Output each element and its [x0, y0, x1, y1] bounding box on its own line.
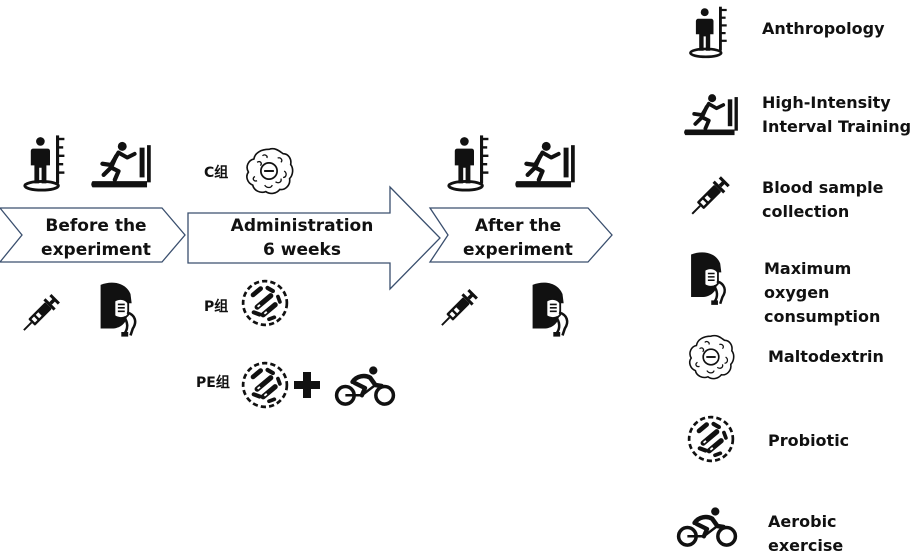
legend-label-probiotic: Probiotic	[768, 431, 850, 450]
after-stage-label: After the experiment	[463, 216, 573, 260]
syringe-icon	[434, 285, 482, 333]
probiotic-icon	[240, 360, 290, 410]
group-p-label: P组	[204, 299, 229, 315]
cyclist-icon	[676, 506, 738, 548]
legend-label-hiit: High-Intensity Interval Training	[762, 93, 912, 136]
after-arrow	[428, 207, 613, 263]
maltodextrin-icon	[686, 332, 736, 382]
anthropology-icon	[444, 133, 492, 193]
legend-label-maltodextrin: Maltodextrin	[768, 347, 884, 366]
syringe-icon	[16, 290, 64, 338]
group-c-label: C组	[204, 165, 229, 181]
administration-stage-label: Administration 6 weeks	[230, 216, 374, 260]
probiotic-icon	[240, 278, 290, 328]
anthropology-icon	[20, 133, 68, 193]
vo2max-icon	[528, 280, 574, 338]
syringe-icon	[684, 172, 734, 222]
before-arrow	[0, 207, 186, 263]
cyclist-icon	[334, 365, 396, 407]
vo2max-icon	[686, 250, 732, 306]
maltodextrin-icon	[243, 145, 295, 197]
hiit-treadmill-icon	[90, 140, 152, 190]
administration-arrow	[187, 185, 441, 291]
legend-label-aerobic-exercise: Aerobic exercise	[768, 512, 844, 555]
legend-label-anthropology: Anthropology	[762, 19, 885, 38]
legend-label-blood-sample: Blood sample collection	[762, 178, 884, 221]
before-stage-label: Before the experiment	[41, 216, 151, 260]
hiit-treadmill-icon	[514, 140, 576, 190]
plus-icon	[294, 372, 320, 398]
hiit-treadmill-icon	[683, 92, 739, 138]
group-pe-label: PE组	[196, 375, 230, 391]
vo2max-icon	[96, 280, 142, 338]
legend-label-vo2max: Maximum oxygen consumption	[764, 259, 881, 326]
probiotic-icon	[686, 414, 736, 464]
anthropology-icon	[686, 4, 730, 60]
